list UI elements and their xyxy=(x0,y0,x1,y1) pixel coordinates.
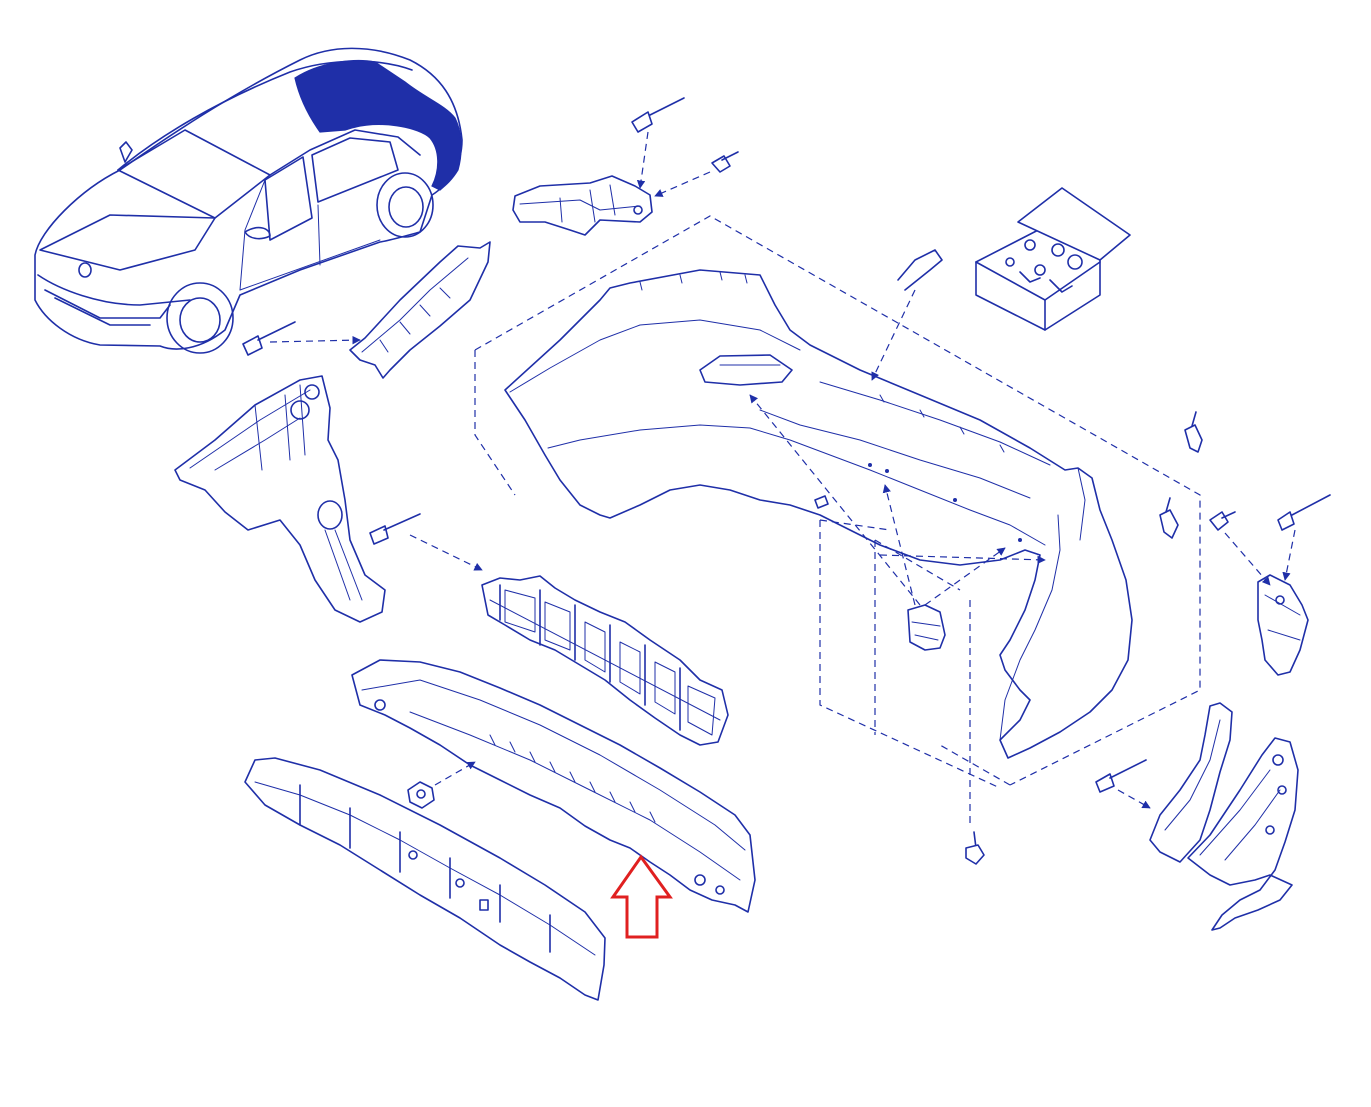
lower-beam xyxy=(244,757,606,1001)
clip-fastener xyxy=(1184,411,1203,453)
left-side-guide xyxy=(349,241,491,379)
rivet-fastener xyxy=(242,321,296,356)
screw-fastener xyxy=(1209,511,1236,531)
bumper-reinforcement xyxy=(351,659,756,913)
highlight-arrow xyxy=(610,854,673,939)
wire-hook xyxy=(897,249,943,291)
screw-fastener xyxy=(965,831,985,865)
upper-left-bracket xyxy=(512,175,653,236)
right-rear-bracket xyxy=(1257,574,1309,676)
clip-fastener xyxy=(1159,497,1179,539)
rivet-fastener xyxy=(369,513,421,545)
rivet-fastener xyxy=(1095,759,1147,793)
left-rear-bracket xyxy=(174,375,386,623)
hardware-kit-box xyxy=(975,187,1131,331)
center-clip xyxy=(907,604,946,651)
nut-fastener xyxy=(407,781,435,809)
energy-absorber xyxy=(481,575,729,746)
right-side-guides xyxy=(1149,702,1299,931)
vehicle-reference xyxy=(34,47,463,354)
screw-fastener xyxy=(711,151,739,173)
rivet-fastener xyxy=(631,97,685,133)
rear-bumper-cover xyxy=(504,269,1133,759)
rivet-fastener xyxy=(1277,494,1331,531)
assembly-guide-lines xyxy=(474,215,1201,825)
